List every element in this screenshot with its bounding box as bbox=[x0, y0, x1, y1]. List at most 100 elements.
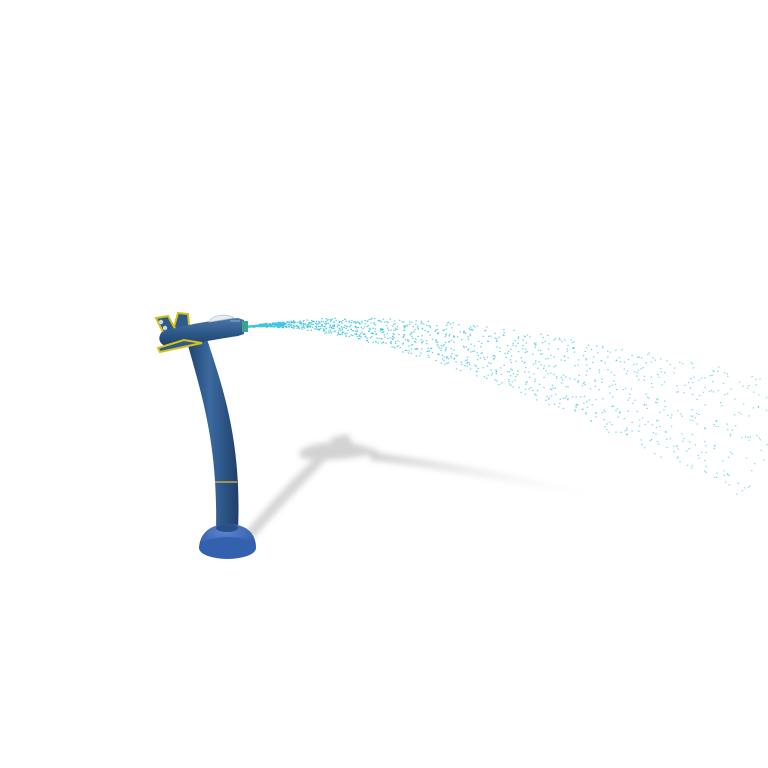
water-droplet bbox=[704, 428, 706, 430]
water-droplet bbox=[573, 351, 576, 353]
water-droplet bbox=[755, 378, 757, 380]
water-droplet bbox=[586, 364, 588, 366]
water-droplet bbox=[740, 413, 743, 415]
water-droplet bbox=[322, 330, 325, 332]
water-droplet bbox=[624, 387, 627, 389]
water-droplet bbox=[691, 363, 694, 365]
water-droplet bbox=[712, 391, 715, 393]
water-droplet bbox=[496, 380, 498, 382]
water-droplet bbox=[325, 318, 327, 320]
water-droplet bbox=[420, 320, 422, 322]
water-droplet bbox=[330, 331, 332, 333]
water-droplet bbox=[349, 326, 351, 328]
water-droplet bbox=[308, 323, 310, 325]
water-droplet bbox=[664, 431, 666, 433]
water-droplet bbox=[623, 368, 625, 370]
water-droplet bbox=[357, 321, 359, 323]
water-droplet bbox=[656, 398, 659, 400]
water-droplet bbox=[423, 323, 425, 325]
water-droplet bbox=[679, 413, 682, 415]
water-droplet bbox=[480, 352, 482, 354]
water-droplet bbox=[688, 448, 690, 450]
water-droplet bbox=[588, 344, 590, 346]
water-droplet bbox=[477, 359, 479, 361]
water-droplet bbox=[523, 361, 526, 363]
water-droplet bbox=[315, 325, 317, 328]
water-droplet bbox=[508, 383, 511, 385]
water-droplet bbox=[345, 335, 347, 337]
water-droplet bbox=[649, 439, 652, 442]
water-droplet bbox=[671, 414, 673, 416]
water-droplet bbox=[609, 421, 611, 423]
water-droplet bbox=[536, 390, 539, 392]
water-droplet bbox=[385, 342, 387, 344]
water-droplet bbox=[274, 324, 277, 327]
water-droplet bbox=[637, 369, 640, 372]
water-droplet bbox=[722, 382, 725, 385]
water-droplet bbox=[658, 376, 660, 378]
water-droplet bbox=[343, 326, 345, 329]
water-droplet bbox=[371, 317, 373, 319]
water-droplet bbox=[516, 374, 518, 376]
water-droplet bbox=[383, 342, 385, 344]
water-droplet bbox=[281, 327, 284, 329]
water-droplet bbox=[540, 333, 542, 335]
water-droplet bbox=[293, 325, 295, 327]
water-droplet bbox=[726, 393, 729, 395]
water-droplet bbox=[499, 351, 501, 353]
water-droplet bbox=[667, 414, 669, 417]
water-droplet bbox=[634, 399, 636, 401]
water-droplet bbox=[381, 338, 383, 340]
water-droplet bbox=[373, 322, 375, 324]
water-droplet bbox=[466, 362, 468, 364]
water-droplet bbox=[543, 365, 545, 367]
water-droplet bbox=[717, 370, 719, 372]
water-droplet bbox=[372, 341, 374, 343]
water-droplet bbox=[562, 407, 565, 410]
water-droplet bbox=[427, 320, 429, 322]
water-droplet bbox=[393, 337, 395, 339]
water-droplet bbox=[631, 421, 633, 424]
water-droplet bbox=[646, 407, 648, 409]
water-droplet bbox=[331, 318, 334, 320]
water-droplet bbox=[574, 378, 576, 380]
water-droplet bbox=[723, 474, 725, 477]
water-droplet bbox=[417, 348, 419, 350]
water-droplet bbox=[600, 360, 603, 362]
water-droplet bbox=[345, 327, 347, 330]
water-droplet bbox=[442, 345, 444, 347]
water-droplet bbox=[418, 355, 421, 357]
water-droplet bbox=[733, 414, 736, 416]
water-droplet bbox=[281, 321, 285, 324]
water-droplet bbox=[302, 324, 305, 326]
water-droplet bbox=[514, 340, 516, 342]
water-droplet bbox=[650, 376, 652, 378]
water-droplet bbox=[403, 326, 405, 328]
water-droplet bbox=[677, 448, 679, 450]
water-droplet bbox=[446, 362, 448, 364]
water-droplet bbox=[262, 323, 266, 325]
water-droplet bbox=[524, 388, 527, 390]
water-droplet bbox=[618, 357, 621, 359]
water-droplet bbox=[421, 327, 423, 329]
water-droplet bbox=[360, 333, 362, 335]
water-droplet bbox=[636, 372, 638, 374]
water-droplet bbox=[303, 319, 305, 322]
water-droplet bbox=[445, 348, 447, 350]
water-droplet bbox=[414, 329, 416, 331]
water-droplet bbox=[410, 332, 412, 334]
water-droplet bbox=[480, 346, 482, 348]
water-droplet bbox=[414, 348, 416, 350]
water-droplet bbox=[659, 368, 662, 370]
water-droplet bbox=[427, 347, 429, 349]
water-droplet bbox=[445, 347, 447, 349]
water-droplet bbox=[655, 420, 658, 422]
water-droplet bbox=[455, 354, 457, 356]
water-droplet bbox=[720, 405, 723, 407]
water-droplet bbox=[596, 345, 598, 347]
water-droplet bbox=[495, 373, 497, 375]
water-droplet bbox=[569, 377, 571, 380]
water-droplet bbox=[744, 436, 747, 438]
water-droplet bbox=[404, 349, 407, 351]
water-droplet bbox=[759, 378, 761, 380]
